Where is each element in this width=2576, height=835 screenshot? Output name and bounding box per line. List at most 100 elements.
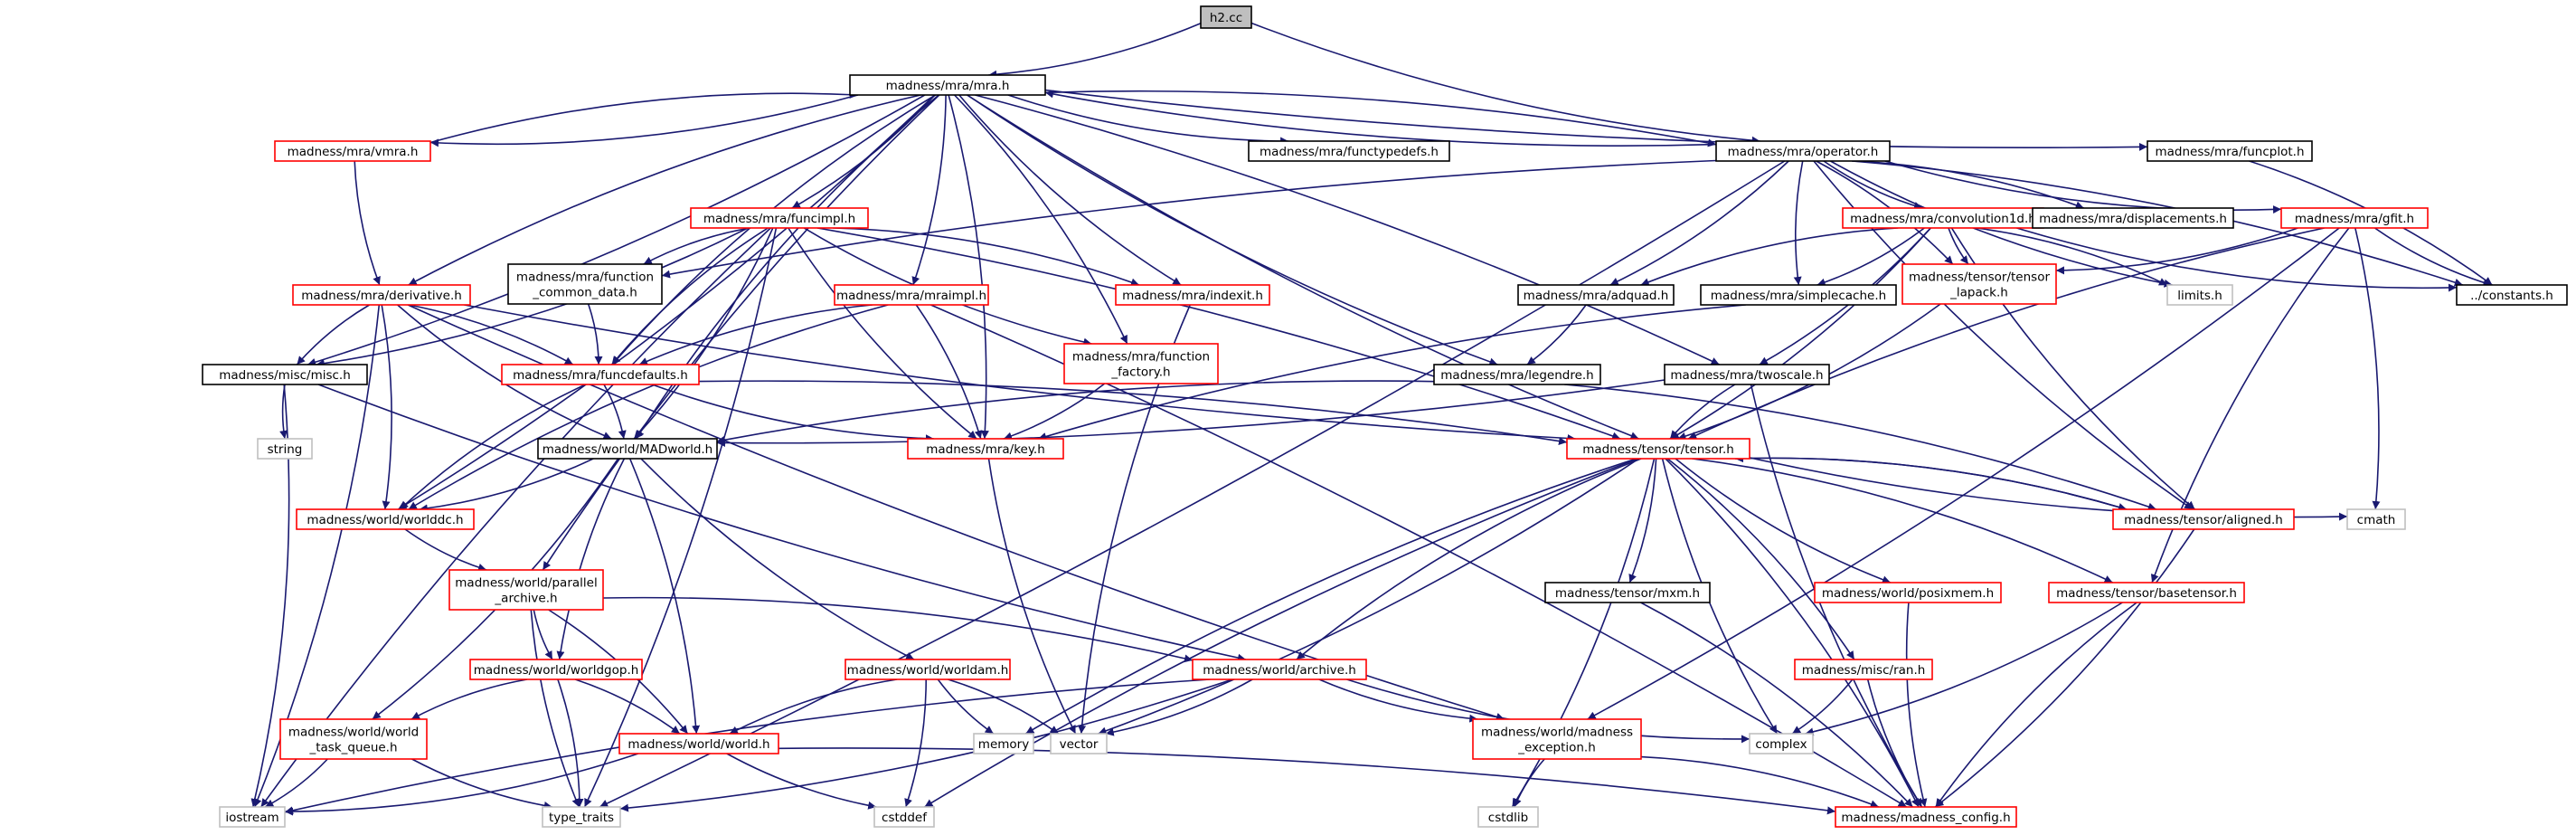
edge-mra-to-worlddc (397, 94, 936, 510)
node-worlddc[interactable]: madness/world/worlddc.h (296, 508, 475, 530)
node-indexit[interactable]: madness/mra/indexit.h (1115, 284, 1270, 306)
node-ran[interactable]: madness/misc/ran.h (1794, 659, 1933, 680)
node-madness-exception[interactable]: madness/world/madness_exception.h (1472, 718, 1642, 760)
edge-posixmem-to-madness_config (1905, 602, 1928, 808)
node-box (1477, 806, 1539, 828)
node-label: cstddef (882, 811, 928, 825)
edge-convolution1d-to-simplecache (1816, 227, 1925, 287)
node-label: madness/misc/misc.h (219, 368, 351, 383)
edge-mra-to-vmra (429, 94, 859, 147)
edge-operator-to-convolution1d (1823, 160, 1923, 210)
edge-derivative-to-tensor (464, 304, 1576, 442)
node-function-factory[interactable]: madness/mra/function_factory.h (1063, 343, 1219, 384)
node-label: memory (978, 737, 1029, 752)
node-tensor-lapack[interactable]: madness/tensor/tensor_lapack.h (1901, 263, 2057, 305)
node-madworld[interactable]: madness/world/MADworld.h (537, 438, 718, 460)
edge-mra-to-misc (307, 94, 926, 366)
edge-madness_exception-to-cstdlib (1514, 758, 1545, 808)
node-funcimpl[interactable]: madness/mra/funcimpl.h (690, 207, 869, 229)
edge-key-to-vector (987, 458, 1077, 735)
edge-funcimpl-to-iostream (260, 227, 771, 808)
node-misc[interactable]: madness/misc/misc.h (202, 364, 368, 385)
node-label: madness/world/archive.h (1203, 663, 1356, 678)
edge-convolution1d-to-adquad (1640, 227, 1899, 286)
node-operator[interactable]: madness/mra/operator.h (1715, 140, 1891, 162)
node-box (1700, 284, 1897, 306)
node-label: madness/mra/gfit.h (2295, 212, 2414, 226)
edge-convolution1d-to-constants (2016, 227, 2458, 292)
edge-operator-to-adquad (1609, 160, 1789, 286)
node-box (1749, 733, 1814, 754)
node-mraimpl[interactable]: madness/mra/mraimpl.h (834, 284, 989, 306)
node-funcplot[interactable]: madness/mra/funcplot.h (2147, 140, 2313, 162)
node-archive[interactable]: madness/world/archive.h (1192, 659, 1367, 680)
node-legendre[interactable]: madness/mra/legendre.h (1433, 364, 1601, 385)
node-label: complex (1755, 737, 1807, 752)
node-basetensor[interactable]: madness/tensor/basetensor.h (2048, 582, 2245, 603)
edge-funcdefaults-to-key (651, 384, 934, 443)
edge-function_common_data-to-funcdefaults (587, 303, 603, 365)
edge-mra-to-derivative (408, 94, 921, 286)
node-world[interactable]: madness/world/world.h (618, 733, 779, 754)
node-box (1063, 343, 1219, 384)
node-aligned[interactable]: madness/tensor/aligned.h (2112, 508, 2295, 530)
edge-archive-to-vector (1105, 678, 1253, 736)
node-gfit[interactable]: madness/mra/gfit.h (2280, 207, 2429, 229)
node-label: madness/tensor/mxm.h (1555, 586, 1700, 601)
edge-archive-to-type_traits (619, 678, 1233, 812)
node-functypedefs[interactable]: madness/mra/functypedefs.h (1248, 140, 1450, 162)
node-mra[interactable]: madness/mra/mra.h (849, 74, 1046, 96)
node-label: madness/madness_config.h (1841, 811, 2010, 825)
edge-mra-to-indexit (958, 94, 1182, 286)
node-box (1566, 438, 1750, 460)
node-worldam[interactable]: madness/world/worldam.h (845, 659, 1011, 680)
edge-vmra-to-mra (429, 90, 858, 144)
node-box (469, 659, 643, 680)
edge-parallel_archive-to-type_traits (530, 609, 580, 808)
node-box (1715, 140, 1891, 162)
edge-tensor-to-cmath (1749, 457, 2348, 521)
edge-mra-to-funcimpl (791, 94, 936, 209)
node-funcdefaults[interactable]: madness/mra/funcdefaults.h (501, 364, 700, 385)
node-tensor[interactable]: madness/tensor/tensor.h (1566, 438, 1750, 460)
node-simplecache[interactable]: madness/mra/simplecache.h (1700, 284, 1897, 306)
edge-mra-to-twoscale (975, 94, 1720, 365)
node-madness-config[interactable]: madness/madness_config.h (1835, 806, 2017, 828)
node-label: madness/mra/mra.h (886, 79, 1010, 93)
edge-tensor-to-mxm (1628, 458, 1657, 584)
node-worldgop[interactable]: madness/world/worldgop.h (469, 659, 643, 680)
edge-derivative-to-funcdefaults (409, 304, 574, 365)
node-box (1050, 733, 1108, 754)
node-mxm[interactable]: madness/tensor/mxm.h (1544, 582, 1711, 603)
edge-funcimpl-to-funcdefaults (610, 227, 769, 365)
node-derivative[interactable]: madness/mra/derivative.h (292, 284, 471, 306)
node-parallel-archive[interactable]: madness/world/parallel_archive.h (448, 569, 604, 611)
node-label: madness/world/world (288, 726, 419, 740)
node-vmra[interactable]: madness/mra/vmra.h (274, 140, 431, 162)
node-convolution1d[interactable]: madness/mra/convolution1d.h (1842, 207, 2044, 229)
node-box (274, 140, 431, 162)
node-posixmem[interactable]: madness/world/posixmem.h (1814, 582, 2002, 603)
edge-mra-to-parallel_archive (542, 94, 940, 571)
node-label: madness/mra/indexit.h (1122, 289, 1263, 303)
edge-funcdefaults-to-madworld (603, 384, 627, 440)
edge-worldgop-to-world_task_queue (410, 678, 528, 720)
node-twoscale[interactable]: madness/mra/twoscale.h (1664, 364, 1830, 385)
node-cmath: cmath (2346, 508, 2406, 530)
node-displacements[interactable]: madness/mra/displacements.h (2032, 207, 2234, 229)
node-world-task-queue[interactable]: madness/world/world_task_queue.h (279, 718, 428, 760)
edge-world-to-madness_config (778, 747, 1836, 815)
edge-adquad-to-legendre (1526, 304, 1587, 365)
node-label: _archive.h (494, 592, 557, 606)
node-box (2147, 140, 2313, 162)
edge-legendre-to-aligned (1564, 384, 2157, 511)
node-function-common-data[interactable]: madness/mra/function_common_data.h (507, 263, 663, 305)
edge-tensor-to-vector (1098, 458, 1639, 735)
node-adquad[interactable]: madness/mra/adquad.h (1517, 284, 1675, 306)
node-label: madness/mra/simplecache.h (1711, 289, 1886, 303)
node-constants[interactable]: ../constants.h (2456, 284, 2568, 306)
edge-tensor-to-cstdlib (1511, 458, 1656, 808)
node-key[interactable]: madness/mra/key.h (907, 438, 1064, 460)
node-label: _factory.h (1110, 365, 1170, 380)
